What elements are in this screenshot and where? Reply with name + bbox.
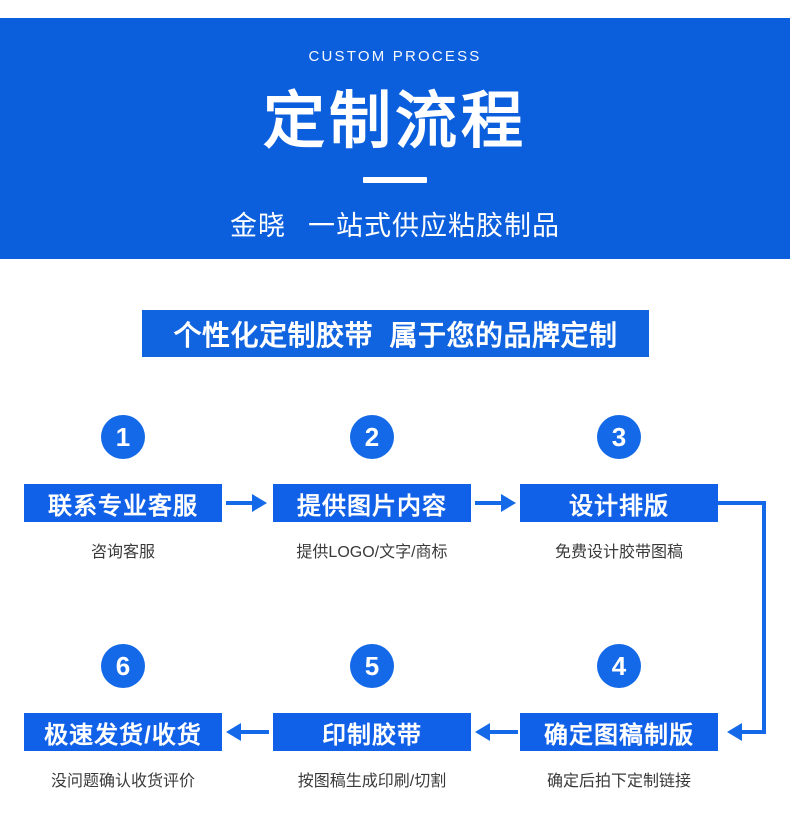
step-box-3[interactable]: 设计排版: [520, 484, 718, 522]
hero-subtitle-brand: 金晓: [230, 211, 286, 241]
step-box-5[interactable]: 印制胶带: [273, 713, 471, 751]
section-headline-text: 个性化定制胶带 属于您的品牌定制: [173, 319, 618, 351]
step-number-4: 4: [597, 644, 641, 688]
connector-step4-bottom-segment: [742, 730, 766, 734]
arrow-step4-to-step5-shaft: [490, 730, 518, 734]
step-caption-1: 咨询客服: [90, 544, 155, 561]
arrow-step2-to-step3-head-icon: [501, 494, 516, 512]
step-number-5: 5: [350, 644, 394, 688]
step-number-5-label: 5: [364, 651, 380, 681]
step-box-4[interactable]: 确定图稿制版: [520, 713, 718, 751]
section-headline-bar: 个性化定制胶带 属于您的品牌定制: [142, 310, 649, 357]
step-box-6-label: 极速发货/收货: [44, 721, 202, 749]
arrow-step5-to-step6-head-icon: [226, 723, 241, 741]
step-caption-5: 按图稿生成印刷/切割: [297, 773, 447, 790]
step-box-5-label: 印制胶带: [322, 721, 422, 749]
hero-divider: [363, 177, 427, 183]
arrow-step1-to-step2-shaft: [226, 501, 254, 505]
connector-step3-vertical-segment: [762, 501, 766, 733]
step-number-4-label: 4: [611, 651, 627, 681]
step-box-2-label: 提供图片内容: [297, 492, 447, 520]
hero-subtitle-text: 一站式供应粘胶制品: [308, 211, 560, 241]
step-number-1: 1: [101, 415, 145, 459]
hero-banner: CUSTOM PROCESS 定制流程 金晓一站式供应粘胶制品: [0, 18, 790, 259]
step-box-3-label: 设计排版: [569, 492, 669, 520]
hero-eyebrow: CUSTOM PROCESS: [308, 48, 482, 65]
step-number-6: 6: [101, 644, 145, 688]
step-box-4-label: 确定图稿制版: [544, 721, 694, 749]
arrow-step4-to-step5-head-icon: [475, 723, 490, 741]
connector-step3-top-segment: [718, 501, 766, 505]
step-number-1-label: 1: [115, 422, 131, 452]
step-number-3: 3: [597, 415, 641, 459]
step-number-6-label: 6: [115, 651, 131, 681]
page-title: 定制流程: [262, 87, 527, 156]
step-number-3-label: 3: [611, 422, 627, 452]
arrow-connector-to-step4-head-icon: [727, 723, 742, 741]
arrow-step2-to-step3-shaft: [475, 501, 503, 505]
step-box-6[interactable]: 极速发货/收货: [24, 713, 222, 751]
hero-subtitle: 金晓一站式供应粘胶制品: [0, 204, 790, 243]
step-number-2-label: 2: [364, 422, 380, 452]
arrow-step5-to-step6-shaft: [241, 730, 269, 734]
step-box-1[interactable]: 联系专业客服: [24, 484, 222, 522]
arrow-step1-to-step2-head-icon: [252, 494, 267, 512]
step-box-2[interactable]: 提供图片内容: [273, 484, 471, 522]
step-number-2: 2: [350, 415, 394, 459]
step-caption-3: 免费设计胶带图稿: [554, 544, 683, 561]
step-box-1-label: 联系专业客服: [48, 492, 198, 520]
step-caption-2: 提供LOGO/文字/商标: [296, 544, 448, 561]
step-caption-4: 确定后拍下定制链接: [546, 773, 691, 790]
step-caption-6: 没问题确认收货评价: [50, 773, 195, 790]
